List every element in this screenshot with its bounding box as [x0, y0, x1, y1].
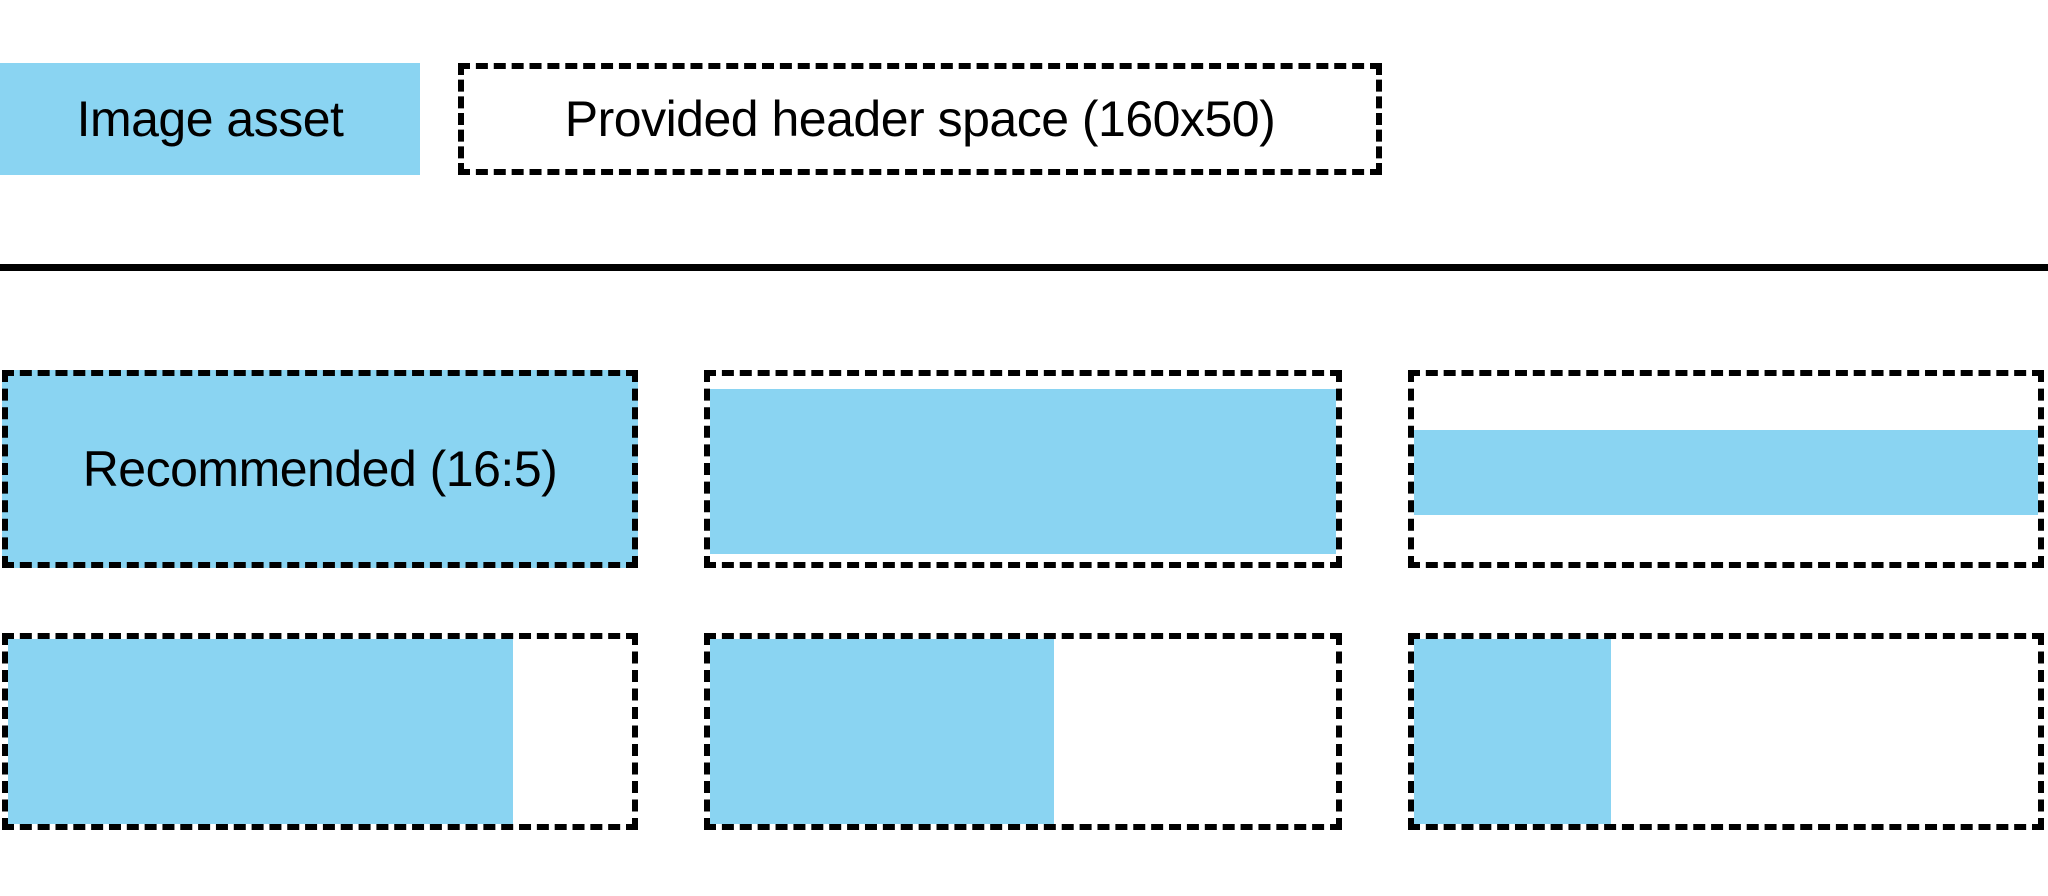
image-asset-fill [710, 389, 1336, 554]
example-box-recommended-16-5: Recommended (16:5) [2, 370, 638, 568]
example-box-taller-image [704, 633, 1342, 830]
recommended-label-wrap: Recommended (16:5) [8, 376, 632, 562]
image-asset-fill [8, 376, 632, 562]
recommended-label: Recommended (16:5) [82, 441, 558, 497]
image-asset-fill [1414, 639, 1611, 824]
legend-header-space-label: Provided header space (160x50) [564, 91, 1276, 147]
example-box-wide-image [704, 370, 1342, 568]
example-box-wider-image [1408, 370, 2044, 568]
image-asset-fill [8, 639, 514, 824]
image-asset-fill [710, 639, 1055, 824]
section-divider-line [0, 264, 2048, 271]
example-box-tallest-image [1408, 633, 2044, 830]
image-asset-fill [1414, 429, 2038, 515]
example-box-tall-image [2, 633, 638, 830]
legend-image-asset-label: Image asset [76, 91, 344, 147]
legend-image-asset-swatch: Image asset [0, 63, 420, 175]
legend-provided-header-space-box: Provided header space (160x50) [458, 63, 1382, 175]
